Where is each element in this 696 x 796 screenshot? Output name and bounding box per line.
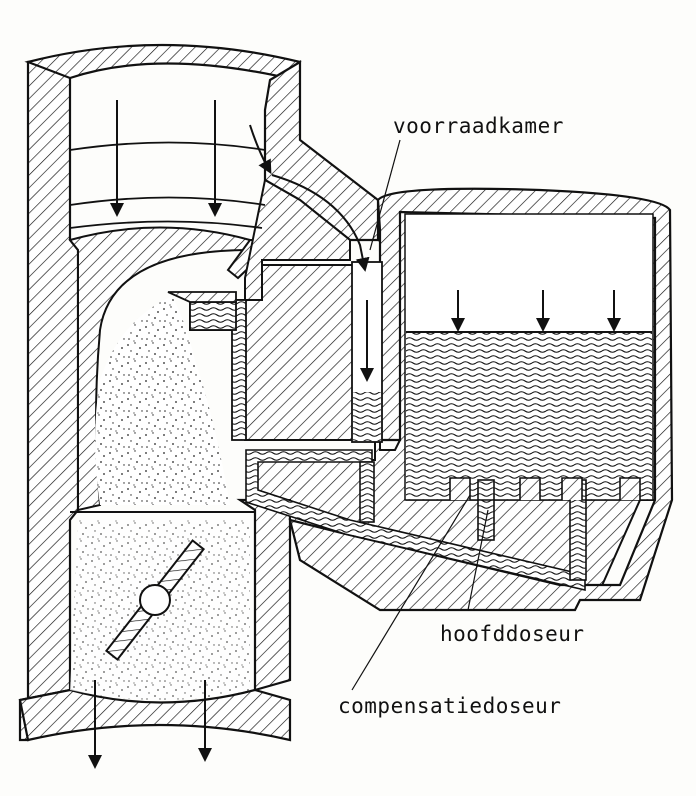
label-compensating-jet: compensatiedoseur: [338, 694, 562, 718]
top-intake-lip: [24, 43, 302, 82]
fuel-level: [406, 332, 652, 500]
jet-well-2: [477, 479, 495, 541]
leader-compensatiedoseur: [351, 494, 471, 691]
spray-nozzle-channel: [189, 301, 237, 331]
spray-cloud: [95, 296, 230, 505]
vent-arrow: [249, 124, 272, 175]
throttle-valve: [70, 511, 255, 661]
label-float-chamber: voorraadkamer: [393, 114, 564, 138]
reserve-well-fuel: [353, 392, 381, 441]
intake-bands: [69, 141, 266, 229]
label-main-jet: hoofddoseur: [440, 622, 585, 646]
left-outer-wall: [18, 60, 80, 742]
float-chamber: [288, 187, 674, 612]
leader-hoofddoseur: [467, 509, 489, 611]
leader-lines: [351, 139, 489, 691]
jet-passages: [245, 449, 652, 592]
leader-voorraadkamer: [369, 139, 401, 251]
bottom-flange: [18, 688, 292, 742]
spray-nozzle-tip: [167, 291, 237, 303]
emulsion-channel: [231, 299, 247, 441]
jet-well-1: [359, 461, 375, 523]
throttle-shaft: [139, 584, 171, 616]
airflow-arrows: [88, 100, 621, 769]
vent-passage-arrow: [271, 174, 370, 272]
lower-fuel-channel: [245, 449, 586, 592]
float-chamber-base-ridges: [406, 477, 652, 501]
